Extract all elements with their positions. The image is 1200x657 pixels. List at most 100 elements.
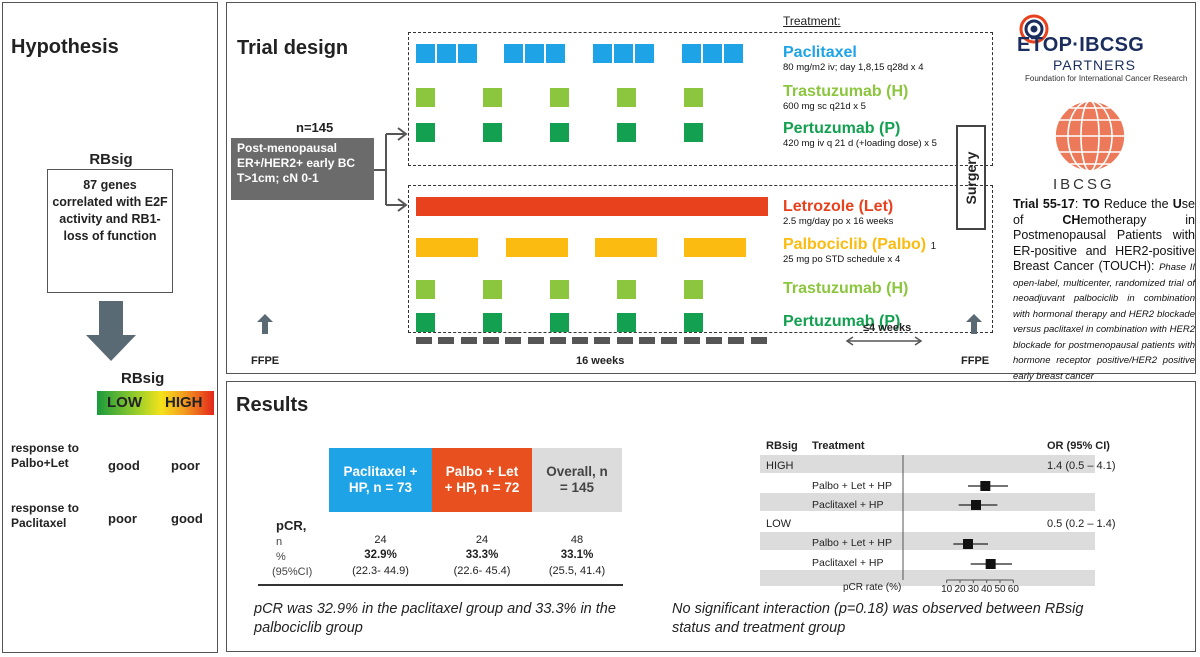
forest-plot [760,455,1095,586]
drug-palbociclib: Palbociclib (Palbo) 1 25 mg po STD sched… [783,236,936,265]
palbociclib-cycle [416,238,478,257]
col-paclitaxel-header: Paclitaxel + HP, n = 73 [329,448,432,512]
forest-point-estimate [985,559,996,569]
rbsig-gradient-bar [97,391,214,415]
trastuzumab-dose [550,280,569,299]
forest-row-shade [760,570,1095,586]
forest-group-label: HIGH [766,460,794,472]
pertuzumab-dose [483,313,502,332]
four-weeks-double-arrow-icon [845,336,923,346]
drug-name: Paclitaxel [783,44,857,61]
forest-group-label: LOW [766,518,792,530]
pcr-n-value: 48 [570,534,584,546]
timeline-week [639,337,655,344]
pertuzumab-dose [684,123,703,142]
treatment-header: Treatment: [783,14,841,28]
drug-dose: 600 mg sc q21d x 5 [783,101,866,112]
forest-point-estimate [963,539,973,549]
paclitaxel-dose [724,44,743,63]
etop-logo: ETOP·IBCSG PARTNERS Foundation for Inter… [1015,14,1195,86]
pcr-pct-value: 32.9% [364,549,397,561]
paclitaxel-dose [458,44,477,63]
partners-text: PARTNERS [1053,57,1136,73]
forest-tick-label: 20 [954,584,966,595]
weeks-16-label: 16 weeks [576,355,625,367]
forest-treatment-label: Paclitaxel + HP [812,557,884,569]
surgery-box: Surgery [956,125,986,230]
etop-eye-icon [1019,14,1049,44]
palbociclib-cycle [595,238,657,257]
forest-tick-label: 60 [1007,584,1019,595]
weeks-4-label: ≤4 weeks [863,322,912,334]
rbsig-scale-label: RBsig [121,370,165,387]
timeline-week [505,337,522,344]
timeline-week [572,337,589,344]
forest-row-shade [760,493,1095,511]
down-arrow-icon [86,301,136,361]
rbsig-label: RBsig [89,151,133,168]
arm1-box [408,32,993,166]
pcr-ci-value: (22.6- 45.4) [453,565,511,577]
paclitaxel-dose [525,44,544,63]
trial-number: Trial 55-17 [1013,197,1075,211]
trial-text: TO [1082,197,1100,211]
trastuzumab-dose [483,88,502,107]
foundation-text: Foundation for International Cancer Rese… [1025,74,1188,83]
timeline-week [438,337,455,344]
drug-trastuzumab: Trastuzumab (H) 600 mg sc q21d x 5 [783,83,908,112]
timeline-week [527,337,544,344]
sample-size: n=145 [296,120,334,135]
trial-text: Reduce the [1099,197,1173,211]
pertuzumab-dose [416,313,435,332]
etop-text: ETOP·IBCSG [1017,34,1145,56]
drug-dose: 420 mg iv q 21 d (+loading dose) x 5 [783,138,937,149]
drug-name: Pertuzumab (P) [783,120,901,137]
hypothesis-title: Hypothesis [11,36,119,58]
forest-header-treatment: Treatment [812,440,865,452]
ibcsg-text: IBCSG [1053,176,1115,193]
results-title: Results [236,394,309,416]
trial-italic-description: Phase II open-label, multicenter, random… [1013,262,1196,382]
drug-pertuzumab-arm2: Pertuzumab (P) [783,313,901,330]
ffpe-right-label: FFPE [961,355,990,367]
drug-trastuzumab-arm2: Trastuzumab (H) [783,280,909,297]
response-value: good [108,458,140,473]
ffpe-up-arrow-icon [257,314,273,334]
forest-or-value: 1.4 (0.5 – 4.1) [1047,460,1116,472]
drug-dose: 2.5 mg/day po x 16 weeks [783,216,894,227]
trial-text: emotherapy in Postmenopausal Patients wi… [1013,212,1195,274]
paclitaxel-dose [614,44,633,63]
forest-point-estimate [971,500,981,510]
paclitaxel-dose [416,44,435,63]
forest-header-rbsig: RBsig [766,440,798,452]
pcr-ci-value: (22.3- 44.9) [352,565,409,577]
forest-treatment-label: Palbo + Let + HP [812,480,892,492]
forest-treatment-label: Paclitaxel + HP [812,499,884,511]
forest-treatment-label: Palbo + Let + HP [812,537,892,549]
paclitaxel-dose [635,44,654,63]
trastuzumab-dose [684,280,703,299]
timeline-week [705,337,722,344]
results-note-left: pCR was 32.9% in the paclitaxel group an… [254,601,616,636]
col-header-text: Palbo + Let + HP, n = 72 [444,464,520,495]
trastuzumab-dose [416,88,435,107]
timeline-week [460,337,477,344]
drug-paclitaxel: Paclitaxel 80 mg/m2 iv; day 1,8,15 q28d … [783,44,923,73]
trastuzumab-dose [617,88,636,107]
col-palbo-header: Palbo + Let + HP, n = 72 [432,448,532,512]
forest-tick-label: 40 [981,584,993,595]
pcr-label: pCR, [276,518,307,533]
col-header-text: Overall, n = 145 [546,464,608,495]
arm2-box [408,185,993,333]
row-ci-label: (95%CI) [272,566,313,578]
timeline-week [594,337,611,344]
pertuzumab-dose [684,313,703,332]
paclitaxel-dose [703,44,722,63]
paclitaxel-dose [593,44,612,63]
pcr-ci-value: (25.5, 41.4) [548,565,606,577]
trial-text: se of [1013,197,1195,227]
drug-letrozole: Letrozole (Let) 2.5 mg/day po x 16 weeks [783,198,893,227]
drug-name: Trastuzumab (H) [783,83,909,100]
rbsig-high-label: HIGH [165,394,203,411]
pertuzumab-dose [617,313,636,332]
